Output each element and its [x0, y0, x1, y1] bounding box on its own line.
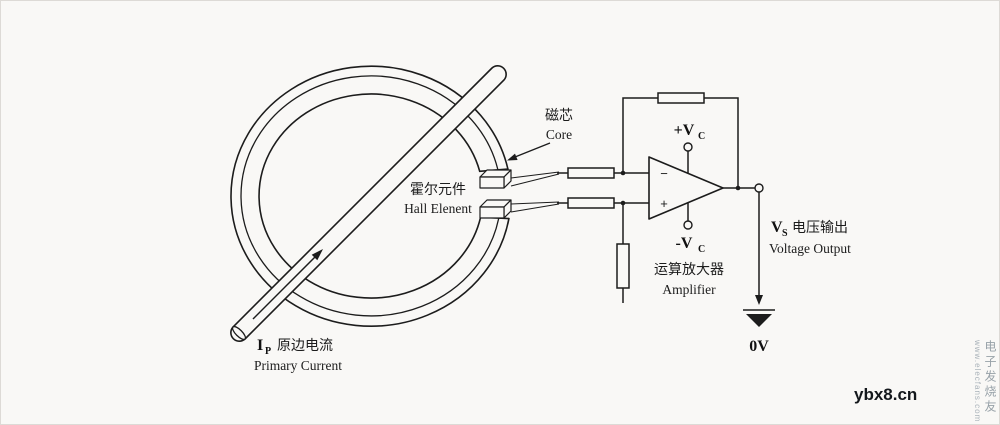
- opamp-plus-sign: +: [660, 196, 668, 211]
- hall-element: [479, 169, 512, 219]
- primary-current-symbol: I: [257, 337, 263, 354]
- current-arrow-head: [311, 249, 323, 261]
- input-resistor-top: [567, 167, 615, 179]
- core-label-arrow: [507, 142, 551, 161]
- site-watermark: ybx8.cn: [854, 385, 917, 404]
- hall-element-leads: [510, 171, 560, 213]
- bias-resistor: [616, 243, 630, 289]
- core-label-en: Core: [546, 127, 572, 142]
- output-terminal: [754, 183, 764, 193]
- supply-negative-sub: C: [698, 244, 705, 255]
- side-watermark-zh: 电子发烧友: [983, 339, 997, 415]
- feedback-resistor: [657, 92, 705, 104]
- core-label-zh: 磁芯: [545, 107, 573, 123]
- supply-positive-sub: C: [698, 131, 705, 142]
- supply-negative-terminal: [683, 220, 693, 230]
- opamp-minus-sign: −: [660, 166, 668, 181]
- core-outer-arc: [230, 65, 510, 327]
- junction-dots: [620, 170, 741, 206]
- output-label-en: Voltage Output: [769, 241, 851, 256]
- core-outer-inner-line-arc: [240, 75, 500, 317]
- output-symbol-sub: S: [782, 228, 788, 239]
- primary-current-label-zh: 原边电流: [277, 337, 333, 353]
- supply-negative-label: -V: [676, 235, 693, 252]
- output-label-zh: 电压输出: [792, 219, 848, 235]
- input-resistor-bottom: [567, 197, 615, 209]
- side-watermark: 电子发烧友 www.elecfans.com: [973, 339, 997, 422]
- conductor-end-cap: [231, 325, 247, 341]
- output-symbol: V: [771, 219, 783, 236]
- supply-positive-label: +V: [674, 122, 695, 139]
- core-hole-arc: [258, 93, 482, 299]
- primary-current-symbol-sub: P: [265, 346, 271, 357]
- hall-label-en: Hall Elenent: [404, 201, 472, 216]
- output-arrow-head: [755, 295, 763, 305]
- amplifier-label-zh: 运算放大器: [654, 261, 724, 277]
- opamp-triangle: [648, 156, 724, 220]
- side-watermark-url: www.elecfans.com: [973, 339, 983, 422]
- hall-chip-bottom-front: [479, 206, 505, 219]
- primary-current-label-en: Primary Current: [254, 358, 342, 373]
- amplifier-label-en: Amplifier: [662, 282, 716, 297]
- ground-symbol: [743, 309, 775, 327]
- supply-positive-terminal: [683, 142, 693, 152]
- hall-chip-top-front: [479, 176, 505, 189]
- primary-conductor: [230, 65, 507, 342]
- current-arrow-line: [252, 256, 316, 320]
- resistors: [567, 92, 705, 289]
- ground-label: 0V: [749, 338, 769, 355]
- hall-label-zh: 霍尔元件: [410, 181, 466, 197]
